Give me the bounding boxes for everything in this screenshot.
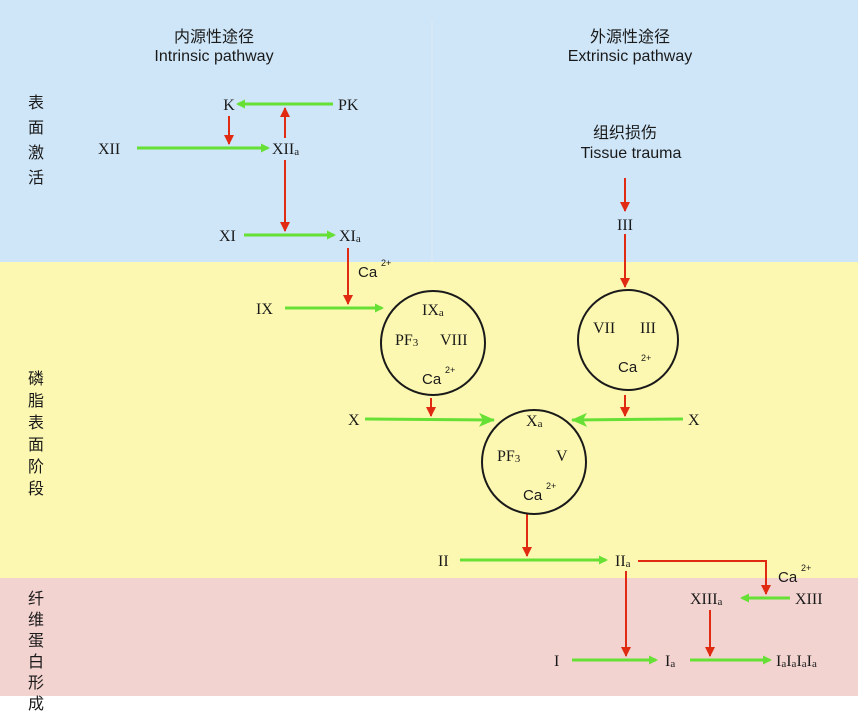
extrinsic-complex-labels: VII III bbox=[593, 320, 656, 337]
label-fibrin-polymer: IaIaIaIa bbox=[776, 653, 817, 670]
label-x-left: X bbox=[348, 412, 360, 429]
label-iii: III bbox=[617, 217, 633, 234]
label-xiia: XIIa bbox=[272, 141, 299, 158]
svg-text:XIIa: XIIa bbox=[272, 141, 299, 158]
label-x-right: X bbox=[688, 412, 700, 429]
svg-text:脂: 脂 bbox=[28, 391, 44, 410]
svg-text:2+: 2+ bbox=[445, 365, 455, 375]
svg-text:VII: VII bbox=[593, 320, 615, 337]
label-iia: IIa bbox=[615, 553, 631, 570]
svg-text:2+: 2+ bbox=[381, 258, 391, 268]
svg-text:形: 形 bbox=[28, 673, 44, 692]
svg-text:段: 段 bbox=[28, 479, 44, 498]
svg-text:成: 成 bbox=[28, 694, 44, 713]
stage-label-surface: 表 面 激 活 bbox=[28, 93, 44, 187]
svg-text:面: 面 bbox=[28, 435, 44, 454]
label-ia: Ia bbox=[665, 653, 675, 670]
intrinsic-title-en: Intrinsic pathway bbox=[154, 48, 273, 65]
svg-text:活: 活 bbox=[28, 168, 44, 187]
calcium-label-tenase: Ca 2+ bbox=[422, 365, 455, 388]
arrow-x-right-to-xa bbox=[571, 412, 684, 427]
svg-text:蛋: 蛋 bbox=[28, 631, 44, 650]
tissue-trauma-en: Tissue trauma bbox=[581, 145, 682, 162]
label-k: K bbox=[223, 97, 235, 114]
stage-label-phospholipid: 磷 脂 表 面 阶 段 bbox=[28, 369, 44, 498]
tenase-complex-circle bbox=[380, 290, 486, 396]
calcium-label-extrinsic: Ca 2+ bbox=[618, 353, 651, 376]
svg-text:Ca: Ca bbox=[778, 569, 798, 586]
svg-text:Ca: Ca bbox=[422, 371, 442, 388]
label-ii: II bbox=[438, 553, 449, 570]
extrinsic-complex-circle bbox=[577, 289, 679, 391]
label-xia: XIa bbox=[339, 228, 361, 245]
svg-text:XIa: XIa bbox=[339, 228, 361, 245]
svg-text:XIIIa: XIIIa bbox=[690, 591, 723, 608]
svg-text:V: V bbox=[556, 448, 568, 465]
svg-text:IXa: IXa bbox=[422, 302, 444, 319]
surface-activation-band bbox=[0, 0, 858, 262]
svg-text:Ca: Ca bbox=[358, 264, 378, 281]
calcium-label-prothrombinase: Ca 2+ bbox=[523, 481, 556, 504]
tissue-trauma-cn: 组织损伤 bbox=[593, 123, 657, 142]
extrinsic-title-cn: 外源性途径 bbox=[590, 27, 670, 46]
svg-text:表: 表 bbox=[28, 93, 44, 112]
svg-text:VIII: VIII bbox=[440, 332, 468, 349]
arrow-x-left-to-xa bbox=[364, 412, 495, 427]
svg-text:表: 表 bbox=[28, 413, 44, 432]
tenase-complex-labels: IXa PF3 VIII bbox=[395, 302, 468, 349]
svg-text:2+: 2+ bbox=[801, 563, 811, 573]
svg-text:阶: 阶 bbox=[28, 457, 44, 476]
bottom-margin bbox=[0, 696, 858, 717]
svg-text:IaIaIaIa: IaIaIaIa bbox=[776, 653, 817, 670]
label-i: I bbox=[554, 653, 559, 670]
label-xiii: XIII bbox=[795, 591, 823, 608]
svg-text:III: III bbox=[640, 320, 656, 337]
svg-text:维: 维 bbox=[28, 610, 44, 629]
calcium-label-xiii: Ca 2+ bbox=[778, 563, 811, 586]
prothrombinase-complex-circle bbox=[481, 409, 587, 515]
intrinsic-title-cn: 内源性途径 bbox=[174, 27, 254, 46]
svg-text:PF3: PF3 bbox=[395, 332, 419, 349]
svg-text:激: 激 bbox=[28, 143, 44, 162]
svg-text:2+: 2+ bbox=[641, 353, 651, 363]
calcium-label-1: Ca 2+ bbox=[358, 258, 391, 281]
svg-text:Ca: Ca bbox=[618, 359, 638, 376]
label-xii: XII bbox=[98, 141, 120, 158]
label-ix: IX bbox=[256, 301, 273, 318]
svg-text:Ia: Ia bbox=[665, 653, 675, 670]
svg-text:2+: 2+ bbox=[546, 481, 556, 491]
svg-text:IIa: IIa bbox=[615, 553, 631, 570]
label-xiiia: XIIIa bbox=[690, 591, 723, 608]
svg-text:磷: 磷 bbox=[28, 369, 44, 388]
label-xi: XI bbox=[219, 228, 236, 245]
extrinsic-title-en: Extrinsic pathway bbox=[568, 48, 693, 65]
svg-text:面: 面 bbox=[28, 118, 44, 137]
prothrombinase-complex-labels: Xa PF3 V bbox=[497, 413, 568, 465]
svg-text:PF3: PF3 bbox=[497, 448, 521, 465]
fibrin-band bbox=[0, 578, 858, 696]
svg-text:纤: 纤 bbox=[28, 589, 44, 608]
svg-text:Xa: Xa bbox=[526, 413, 543, 430]
svg-text:Ca: Ca bbox=[523, 487, 543, 504]
label-pk: PK bbox=[338, 97, 359, 114]
stage-label-fibrin: 纤 维 蛋 白 形 成 bbox=[28, 589, 44, 713]
arrow-iia-to-xiii bbox=[638, 560, 771, 595]
svg-text:白: 白 bbox=[28, 652, 44, 671]
